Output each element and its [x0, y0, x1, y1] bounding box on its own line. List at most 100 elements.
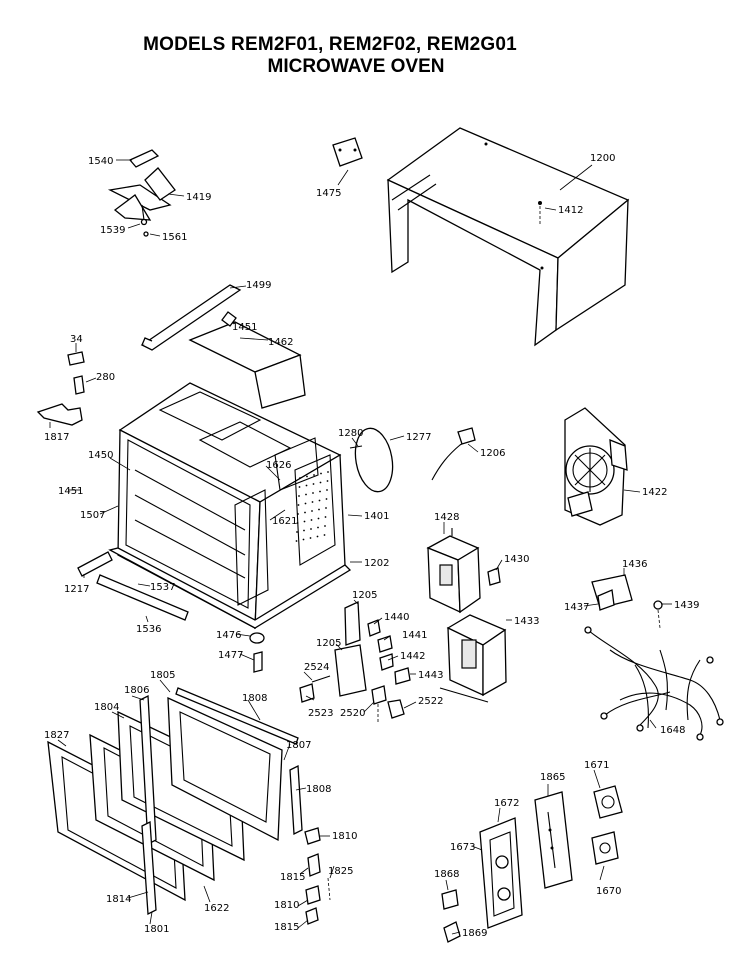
part-label: 1401 — [364, 511, 389, 522]
part-label: 1422 — [642, 487, 667, 498]
timer-motor-part — [591, 785, 623, 865]
perforation-dot — [316, 535, 319, 538]
part-label: 1808 — [242, 693, 267, 704]
part-label: 1443 — [418, 670, 443, 681]
perforation-dot — [326, 480, 329, 482]
perforation-dot — [317, 526, 319, 529]
part-label: 1202 — [364, 558, 389, 569]
part-label: 1537 — [150, 582, 175, 593]
vent-perforations — [295, 471, 329, 542]
part-label: 1539 — [100, 225, 125, 236]
part-label: 1827 — [44, 730, 69, 741]
latch-spring-part — [73, 375, 85, 395]
perforation-dot — [325, 498, 328, 500]
clip-part — [67, 351, 85, 366]
interlock-switch-parts — [249, 601, 411, 722]
part-label: 1477 — [218, 650, 243, 661]
part-label: 1540 — [88, 156, 113, 167]
perforation-dot — [305, 484, 308, 487]
perforation-dot — [311, 510, 313, 512]
part-label: 1815 — [280, 872, 305, 883]
part-label: 1205 — [316, 638, 341, 649]
perforation-dot — [299, 477, 301, 479]
perforation-dot — [312, 483, 315, 485]
waveguide-cover-part — [354, 427, 394, 493]
part-label: 1622 — [204, 903, 229, 914]
perforation-dot — [310, 528, 312, 530]
knob-parts — [441, 889, 461, 943]
leader-lines — [49, 159, 672, 935]
part-label: 1277 — [406, 432, 431, 443]
part-label: 1825 — [328, 866, 353, 877]
part-label: 1428 — [434, 512, 459, 523]
part-label: 1430 — [504, 554, 529, 565]
part-label: 1451 — [58, 486, 83, 497]
perforation-dot — [311, 501, 314, 503]
part-label: 1499 — [246, 280, 271, 291]
perforation-dot — [296, 531, 298, 533]
part-label: 1507 — [80, 510, 105, 521]
part-label: 1869 — [462, 928, 487, 939]
part-label: 1648 — [660, 725, 685, 736]
part-label: 1412 — [558, 205, 583, 216]
perforation-dot — [318, 499, 321, 502]
part-label: 1814 — [106, 894, 131, 905]
part-label: 1807 — [286, 740, 311, 751]
capacitor-part — [591, 574, 663, 629]
wire-harness-part — [584, 626, 724, 741]
blower-fan-assembly-part — [564, 407, 628, 526]
part-label: 1626 — [266, 460, 291, 471]
part-label: 1810 — [274, 900, 299, 911]
perforation-dot — [312, 492, 314, 494]
perforation-dot — [302, 538, 305, 541]
perforation-dot — [295, 540, 298, 542]
part-label: 1536 — [136, 624, 161, 635]
stirrer-fan-part — [107, 149, 176, 237]
part-label: 1433 — [514, 616, 539, 627]
part-label: 1206 — [480, 448, 505, 459]
part-label: 1475 — [316, 188, 341, 199]
part-label: 1442 — [400, 651, 425, 662]
perforation-dot — [298, 495, 300, 497]
outer-case-part — [386, 127, 630, 347]
part-label: 1817 — [44, 432, 69, 443]
perforation-dot — [309, 537, 312, 539]
perforation-dot — [325, 507, 327, 509]
perforation-dot — [323, 534, 326, 536]
part-label: 1815 — [274, 922, 299, 933]
perforation-dot — [303, 520, 306, 523]
thermal-cutout-wire-part — [431, 439, 469, 481]
part-label: 2523 — [308, 708, 333, 719]
part-label: 1450 — [88, 450, 113, 461]
part-label: 2524 — [304, 662, 329, 673]
oven-cavity-part — [108, 382, 352, 630]
base-rail-part — [77, 551, 113, 577]
part-label: 1200 — [590, 153, 615, 164]
part-label: 1805 — [150, 670, 175, 681]
perforation-dot — [297, 513, 299, 515]
part-label: 2520 — [340, 708, 365, 719]
control-panel-part — [479, 791, 573, 929]
door-assembly-part — [47, 687, 331, 925]
choke-strip-part — [96, 574, 189, 621]
part-label: 1441 — [402, 630, 427, 641]
part-label: 1808 — [306, 784, 331, 795]
part-label: 1561 — [162, 232, 187, 243]
part-label: 1868 — [434, 869, 459, 880]
perforation-dot — [304, 502, 307, 505]
part-label: 1436 — [622, 559, 647, 570]
part-label: 1451 — [232, 322, 257, 333]
part-label: 1673 — [450, 842, 475, 853]
part-label: 1865 — [540, 772, 565, 783]
part-number-labels: 1540 1419 1539 1561 1475 1200 1412 1499 … — [44, 153, 699, 939]
part-label: 1419 — [186, 192, 211, 203]
air-duct-part — [188, 311, 306, 409]
magnetron-part — [426, 528, 501, 614]
perforation-dot — [313, 474, 315, 476]
part-label: 1217 — [64, 584, 89, 595]
part-label: 1440 — [384, 612, 409, 623]
support-bracket-part — [140, 284, 242, 351]
part-label: 1801 — [144, 924, 169, 935]
perforation-dot — [310, 519, 313, 521]
perforation-dot — [303, 529, 305, 532]
